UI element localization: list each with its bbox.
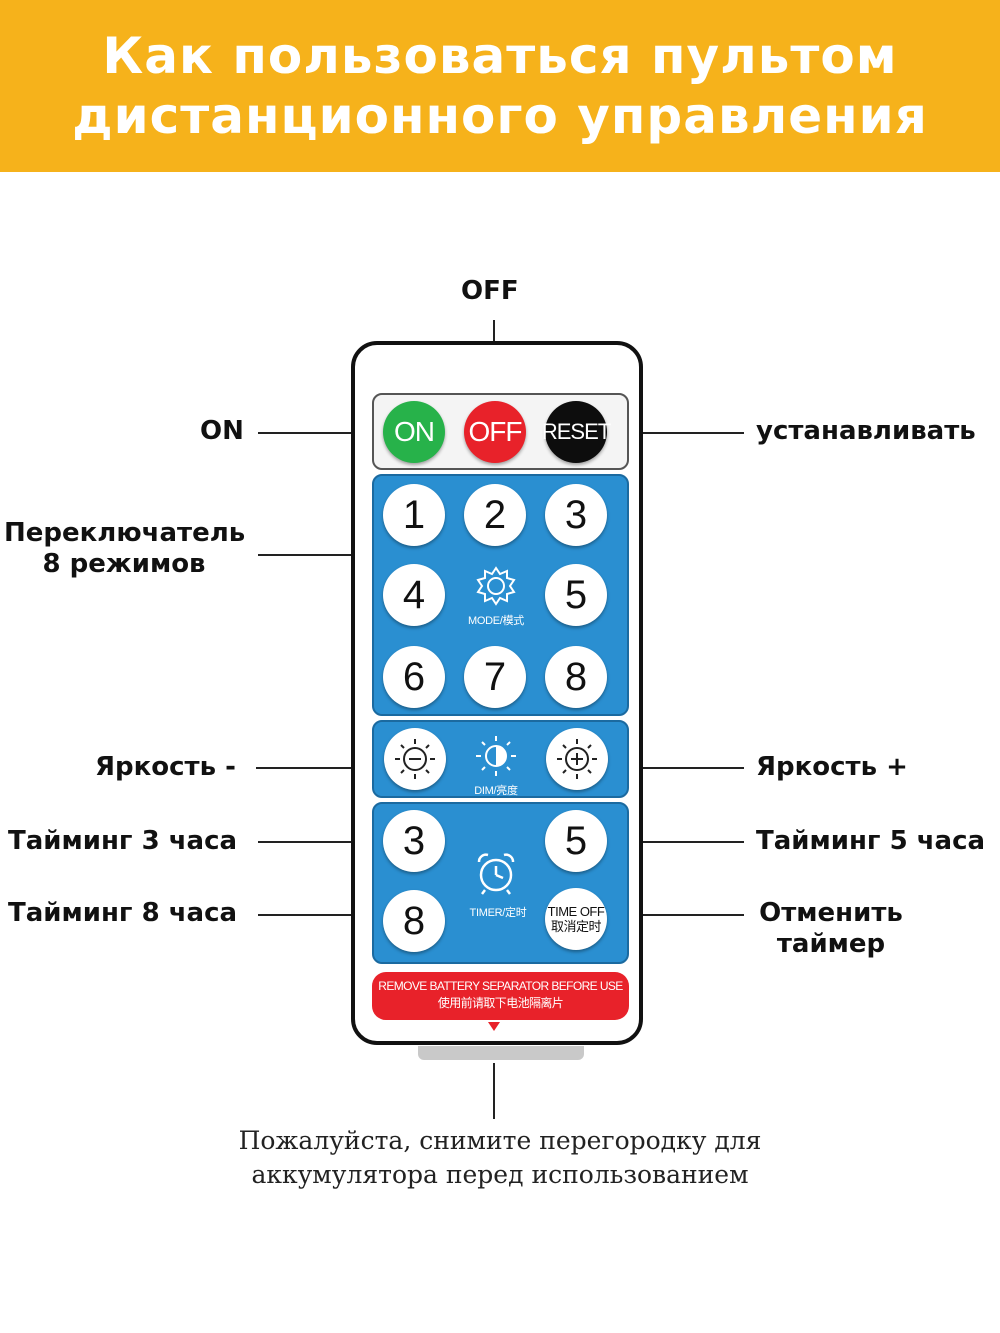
reset-button[interactable]: RESET xyxy=(542,401,611,463)
brightness-up-icon xyxy=(557,739,597,779)
label-modes: Переключатель 8 режимов xyxy=(4,518,246,580)
timer-5-button[interactable]: 5 xyxy=(545,810,607,872)
connector-timer-off xyxy=(608,914,744,916)
title-line-1: Как пользоваться пультом xyxy=(102,27,898,85)
timer-off-text-1: TIME OFF xyxy=(547,904,605,919)
mode-button-7[interactable]: 7 xyxy=(464,646,526,708)
banner-line-2: 使用前请取下电池隔离片 xyxy=(437,996,564,1010)
mode-button-6[interactable]: 6 xyxy=(383,646,445,708)
page-title: Как пользоваться пультом дистанционного … xyxy=(0,26,1000,146)
connector-timer-3 xyxy=(258,841,384,843)
brightness-up-button[interactable] xyxy=(546,728,608,790)
brightness-half-icon xyxy=(476,736,516,776)
off-button[interactable]: OFF xyxy=(464,401,526,463)
battery-note: Пожалуйста, снимите перегородку для акку… xyxy=(150,1124,850,1192)
on-button[interactable]: ON xyxy=(383,401,445,463)
battery-separator-tab[interactable] xyxy=(418,1046,584,1060)
connector-timer-8 xyxy=(258,914,384,916)
timer-off-text-2: 取消定时 xyxy=(550,919,602,934)
label-on: ON xyxy=(200,416,244,446)
brightness-down-icon xyxy=(395,739,435,779)
label-timer-off: Отменить таймер xyxy=(756,898,906,960)
mode-button-5[interactable]: 5 xyxy=(545,564,607,626)
mode-button-8[interactable]: 8 xyxy=(545,646,607,708)
note-line-1: Пожалуйста, снимите перегородку для xyxy=(238,1126,762,1155)
header-banner: Как пользоваться пультом дистанционного … xyxy=(0,0,1000,172)
timer-8-button[interactable]: 8 xyxy=(383,890,445,952)
mode-button-4[interactable]: 4 xyxy=(383,564,445,626)
connector-separator xyxy=(493,1063,495,1119)
label-off: OFF xyxy=(461,276,519,306)
connector-brightness-up xyxy=(610,767,744,769)
label-timer-5: Тайминг 5 часа xyxy=(756,826,986,856)
sun-gear-icon xyxy=(476,566,516,606)
mode-button-1[interactable]: 1 xyxy=(383,484,445,546)
down-arrow-icon xyxy=(488,1022,500,1031)
label-reset: устанавливать xyxy=(756,416,976,446)
label-modes-line2: 8 режимов xyxy=(42,549,206,579)
dim-caption: DIM/亮度 xyxy=(474,785,518,797)
label-brightness-up: Яркость + xyxy=(756,752,908,782)
connector-brightness-down xyxy=(256,767,384,769)
label-timer-off-line2: таймер xyxy=(776,929,886,959)
mode-button-3[interactable]: 3 xyxy=(545,484,607,546)
timer-3-button[interactable]: 3 xyxy=(383,810,445,872)
banner-line-1: REMOVE BATTERY SEPARATOR BEFORE USE xyxy=(378,979,623,993)
connector-on xyxy=(258,432,382,434)
connector-reset xyxy=(628,432,744,434)
brightness-down-button[interactable] xyxy=(384,728,446,790)
mode-button-2[interactable]: 2 xyxy=(464,484,526,546)
label-timer-off-line1: Отменить xyxy=(759,898,903,928)
timer-caption: TIMER/定时 xyxy=(469,907,527,919)
label-modes-line1: Переключатель xyxy=(4,518,246,548)
timer-off-button[interactable]: TIME OFF 取消定时 xyxy=(545,888,607,950)
connector-modes xyxy=(258,554,374,556)
title-line-2: дистанционного управления xyxy=(72,87,928,145)
battery-warning-banner: REMOVE BATTERY SEPARATOR BEFORE USE 使用前请… xyxy=(372,972,629,1020)
mode-caption: MODE/模式 xyxy=(468,615,524,627)
label-timer-3: Тайминг 3 часа xyxy=(8,826,238,856)
connector-timer-5 xyxy=(608,841,744,843)
label-timer-8: Тайминг 8 часа xyxy=(8,898,238,928)
alarm-clock-icon xyxy=(477,853,515,895)
note-line-2: аккумулятора перед использованием xyxy=(251,1160,749,1189)
label-brightness-down: Яркость - xyxy=(95,752,236,782)
